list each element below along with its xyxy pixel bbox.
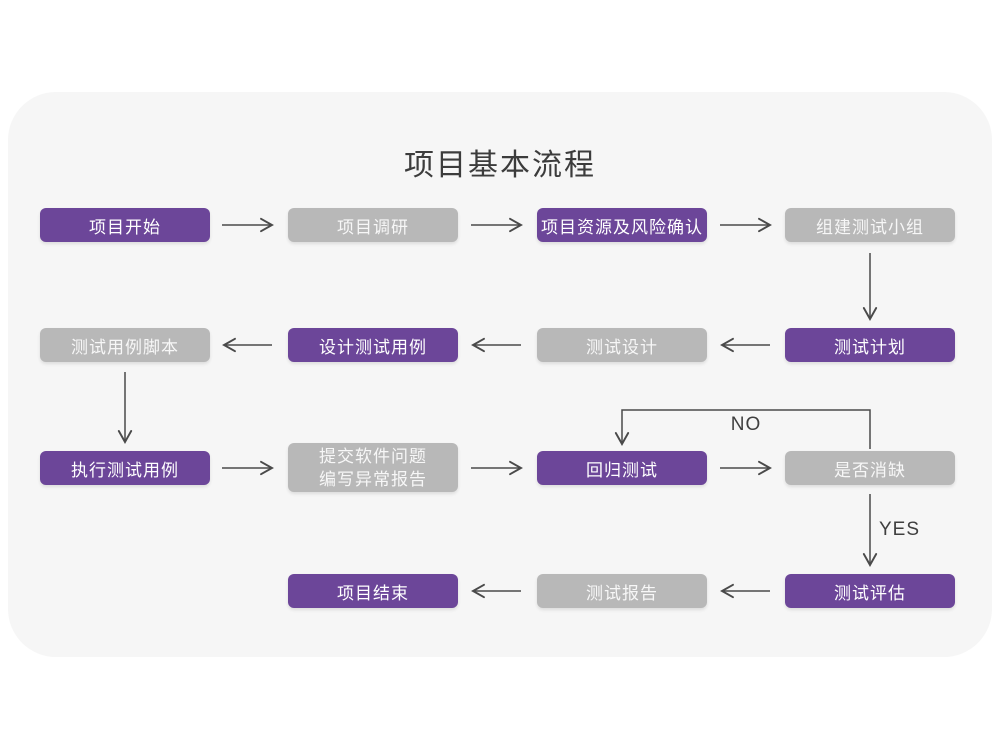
node-test-evaluation: 测试评估 (785, 574, 955, 608)
node-test-report: 测试报告 (537, 574, 707, 608)
flowchart-card-background (8, 92, 992, 657)
submit-issues-line1: 提交软件问题 (319, 446, 427, 466)
yes-branch-label: YES (879, 519, 921, 540)
node-project-end: 项目结束 (288, 574, 458, 608)
node-defect-resolved: 是否消缺 (785, 451, 955, 485)
node-execute-test-cases: 执行测试用例 (40, 451, 210, 485)
node-design-test-cases: 设计测试用例 (288, 328, 458, 362)
submit-issues-line2: 编写异常报告 (319, 469, 427, 489)
node-project-start: 项目开始 (40, 208, 210, 242)
node-test-plan: 测试计划 (785, 328, 955, 362)
node-build-test-team: 组建测试小组 (785, 208, 955, 242)
no-branch-label: NO (730, 414, 762, 435)
node-submit-issues-report: 提交软件问题 编写异常报告 (288, 443, 458, 492)
node-resources-risk: 项目资源及风险确认 (537, 208, 707, 242)
node-test-case-scripts: 测试用例脚本 (40, 328, 210, 362)
node-project-research: 项目调研 (288, 208, 458, 242)
node-test-design: 测试设计 (537, 328, 707, 362)
node-regression-test: 回归测试 (537, 451, 707, 485)
page-title: 项目基本流程 (404, 149, 596, 182)
